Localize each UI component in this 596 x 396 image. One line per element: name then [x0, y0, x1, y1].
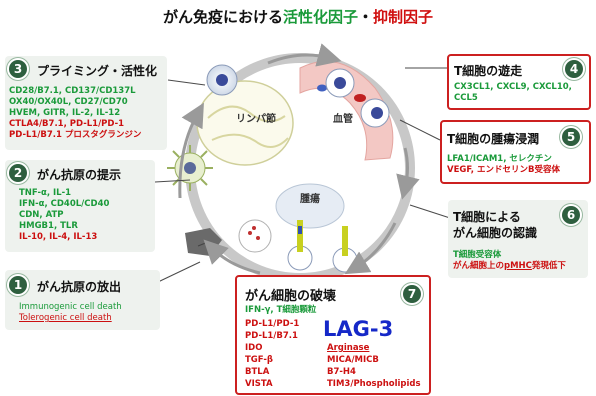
step-3-heading: プライミング・活性化	[37, 64, 158, 78]
step-5-heading: T細胞の腫瘍浸潤	[447, 132, 540, 146]
step-6-box: 6 T細胞による がん細胞の認識 T細胞受容体 がん細胞上のpMHC発現低下	[448, 200, 588, 278]
step-2-line-4: HMGB1, TLR	[19, 221, 78, 231]
step-2-line-2: IFN-α, CD40L/CD40	[19, 199, 110, 209]
step-4-box: 4 T細胞の遊走 CX3CL1, CXCL9, CXCL10, CCL5	[447, 54, 591, 110]
page-title: がん免疫における活性化因子・抑制因子	[0, 6, 596, 27]
step-1-line-1: Immunogenic cell death	[19, 302, 122, 312]
step-7-left-4: TGF-β	[245, 355, 273, 365]
step-7-right-3: B7-H4	[327, 367, 356, 377]
step-6-heading-2: がん細胞の認識	[453, 226, 538, 240]
step-6-line-1: T細胞受容体	[453, 250, 502, 260]
step-1-box: 1 がん抗原の放出 Immunogenic cell death Tolerog…	[5, 270, 160, 330]
cancer-immunity-cycle-diagram	[167, 43, 420, 283]
lymph-node-illustration	[196, 80, 294, 166]
step-7-left-3: IDO	[245, 343, 263, 353]
step-7-right-1: Arginase	[327, 343, 370, 353]
step-1-heading: がん抗原の放出	[37, 280, 122, 294]
step-6-line-2: がん細胞上のpMHC発現低下	[453, 261, 566, 272]
step-3-line-5: PD-L1/B7.1 プロスタグランジン	[9, 130, 142, 140]
step-1-line-2: Tolerogenic cell death	[19, 313, 112, 323]
step-7-left-2: PD-L1/B7.1	[245, 331, 298, 341]
step-2-heading: がん抗原の提示	[37, 168, 122, 182]
step-6-line-2-ul: pMHC	[504, 261, 532, 271]
step-6-line-2-post: 発現低下	[531, 261, 566, 271]
step-4-line-2: CCL5	[454, 93, 478, 103]
step-3-line-4: CTLA4/B7.1, PD-L1/PD-1	[9, 119, 125, 129]
step-7-line-1: IFN-γ, T細胞顆粒	[245, 305, 317, 315]
step-5-line-2: VEGF, エンドセリンB受容体	[447, 165, 560, 175]
step-7-left-6: VISTA	[245, 379, 273, 389]
step-1-badge: 1	[9, 276, 27, 294]
step-6-heading-1: T細胞による	[453, 210, 521, 224]
step-3-line-3: HVEM, GITR, IL-2, IL-12	[9, 108, 121, 118]
step-3-line-1: CD28/B7.1, CD137/CD137L	[9, 86, 136, 96]
step-2-line-1: TNF-α, IL-1	[19, 188, 72, 198]
step-2-box: 2 がん抗原の提示 TNF-α, IL-1 IFN-α, CD40L/CD40 …	[5, 160, 155, 252]
step-4-line-1: CX3CL1, CXCL9, CXCL10,	[454, 82, 572, 92]
step-5-badge: 5	[562, 128, 580, 146]
step-7-left-5: BTLA	[245, 367, 270, 377]
step-7-badge: 7	[403, 285, 421, 303]
step-5-box: 5 T細胞の腫瘍浸潤 LFA1/ICAM1, セレクチン VEGF, エンドセリ…	[440, 120, 591, 184]
step-3-box: 3 プライミング・活性化 CD28/B7.1, CD137/CD137L OX4…	[5, 56, 167, 150]
lag3-label: LAG-3	[323, 317, 394, 341]
step-2-line-3: CDN, ATP	[19, 210, 64, 220]
step-2-line-5: IL-10, IL-4, IL-13	[19, 232, 98, 242]
tumor-label: 腫瘍	[300, 194, 320, 205]
step-3-badge: 3	[9, 60, 27, 78]
blood-vessel-label: 血管	[333, 114, 353, 125]
step-4-heading: T細胞の遊走	[454, 64, 523, 78]
step-7-left-1: PD-L1/PD-1	[245, 319, 300, 329]
step-7-right-2: MICA/MICB	[327, 355, 379, 365]
title-suppression: 抑制因子	[373, 8, 434, 26]
step-6-badge: 6	[562, 206, 580, 224]
lymph-node-label: リンパ節	[236, 114, 276, 125]
step-3-line-2: OX40/OX40L, CD27/CD70	[9, 97, 128, 107]
title-activation: 活性化因子	[282, 8, 358, 26]
step-7-right-4: TIM3/Phospholipids	[327, 379, 421, 389]
title-dot: ・	[358, 8, 374, 26]
step-6-line-2-pre: がん細胞上の	[453, 261, 505, 271]
step-4-badge: 4	[565, 60, 583, 78]
tumor-cell-icon	[185, 183, 358, 273]
step-7-box: がん細胞の破壊 7 IFN-γ, T細胞顆粒 PD-L1/PD-1 PD-L1/…	[235, 275, 431, 395]
title-prefix: がん免疫における	[162, 8, 283, 26]
step-5-line-1: LFA1/ICAM1, セレクチン	[447, 154, 552, 164]
step-7-heading: がん細胞の破壊	[245, 289, 337, 304]
step-2-badge: 2	[9, 164, 27, 182]
